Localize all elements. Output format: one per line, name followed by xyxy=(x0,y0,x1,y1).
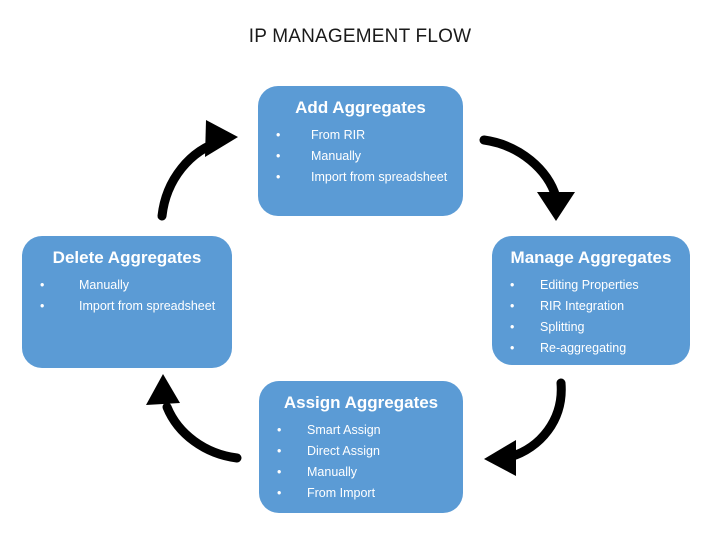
list-item-label: From Import xyxy=(307,486,376,500)
bullet-icon: • xyxy=(40,299,45,313)
node-add-aggregates-title: Add Aggregates xyxy=(295,98,426,117)
list-item: • From RIR xyxy=(258,125,463,146)
list-item: • Direct Assign xyxy=(259,441,463,462)
list-item: • Editing Properties xyxy=(492,275,690,296)
node-assign-aggregates-list: • Smart Assign • Direct Assign • Manuall… xyxy=(259,420,463,504)
list-item-label: Import from spreadsheet xyxy=(311,170,448,184)
list-item-label: Import from spreadsheet xyxy=(79,299,216,313)
node-delete-aggregates-list: • Manually • Import from spreadsheet xyxy=(22,275,232,317)
bullet-icon: • xyxy=(510,341,515,355)
bullet-icon: • xyxy=(277,423,282,437)
bullet-icon: • xyxy=(276,128,281,142)
node-delete-aggregates[interactable]: Delete Aggregates • Manually • Import fr… xyxy=(22,236,232,368)
node-assign-aggregates[interactable]: Assign Aggregates • Smart Assign • Direc… xyxy=(259,381,463,513)
list-item: • Manually xyxy=(22,275,232,296)
node-manage-aggregates-list: • Editing Properties • RIR Integration •… xyxy=(492,275,690,359)
list-item: • Import from spreadsheet xyxy=(258,167,463,188)
list-item: • From Import xyxy=(259,483,463,504)
node-manage-aggregates[interactable]: Manage Aggregates • Editing Properties •… xyxy=(492,236,690,365)
list-item: • RIR Integration xyxy=(492,296,690,317)
bullet-icon: • xyxy=(277,465,282,479)
list-item-label: Splitting xyxy=(540,320,585,334)
bullet-icon: • xyxy=(276,170,281,184)
arrow-manage-to-assign xyxy=(484,378,566,476)
node-add-aggregates-list: • From RIR • Manually • Import from spre… xyxy=(258,125,463,188)
bullet-icon: • xyxy=(276,149,281,163)
list-item-label: From RIR xyxy=(311,128,366,142)
list-item-label: Manually xyxy=(307,465,358,479)
list-item: • Manually xyxy=(258,146,463,167)
arrow-add-to-manage xyxy=(479,135,575,221)
list-item: • Import from spreadsheet xyxy=(22,296,232,317)
arrow-assign-to-delete xyxy=(146,374,242,463)
bullet-icon: • xyxy=(277,486,282,500)
list-item: • Splitting xyxy=(492,317,690,338)
arrow-delete-to-add xyxy=(157,120,238,221)
node-assign-aggregates-title: Assign Aggregates xyxy=(283,393,439,412)
page-title: IP MANAGEMENT FLOW xyxy=(248,26,472,47)
bullet-icon: • xyxy=(510,278,515,292)
list-item: • Manually xyxy=(259,462,463,483)
list-item-label: Smart Assign xyxy=(307,423,381,437)
node-manage-aggregates-title: Manage Aggregates xyxy=(510,248,672,267)
node-add-aggregates[interactable]: Add Aggregates • From RIR • Manually • I… xyxy=(258,86,463,216)
node-delete-aggregates-title: Delete Aggregates xyxy=(52,248,202,267)
bullet-icon: • xyxy=(40,278,45,292)
list-item-label: RIR Integration xyxy=(540,299,625,313)
list-item-label: Manually xyxy=(79,278,130,292)
bullet-icon: • xyxy=(510,320,515,334)
list-item-label: Editing Properties xyxy=(540,278,639,292)
list-item-label: Re-aggregating xyxy=(540,341,627,355)
list-item-label: Manually xyxy=(311,149,362,163)
bullet-icon: • xyxy=(510,299,515,313)
list-item-label: Direct Assign xyxy=(307,444,380,458)
bullet-icon: • xyxy=(277,444,282,458)
list-item: • Smart Assign xyxy=(259,420,463,441)
list-item: • Re-aggregating xyxy=(492,338,690,359)
